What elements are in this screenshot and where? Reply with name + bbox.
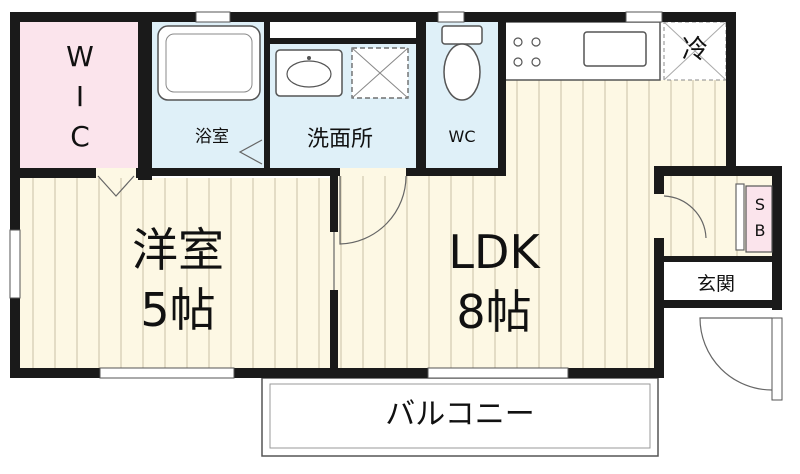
washroom-label: 洗面所	[307, 127, 373, 152]
western-room-side-window	[9, 229, 21, 299]
western-room-balcony-window	[99, 367, 235, 379]
wic-label-c: C	[70, 120, 90, 153]
room-labels: W I C 浴室 洗面所 WC 洋室 5帖 LDK 8帖 玄関 バルコニー	[66, 40, 735, 432]
hall-door-swing	[663, 195, 707, 239]
stove-burner-icon	[531, 37, 541, 47]
bath-label: 浴室	[195, 127, 229, 147]
kitchen-sink-icon	[583, 31, 647, 67]
kitchen-window	[625, 11, 663, 23]
bath-window	[195, 11, 231, 23]
ldk-balcony-window	[427, 367, 569, 379]
toilet-label: WC	[449, 127, 476, 146]
entrance-door-frame	[771, 317, 783, 401]
entrance-floor	[664, 262, 774, 306]
toilet-window	[437, 11, 465, 23]
shoe-box-label-s: S	[755, 195, 765, 214]
doors	[96, 139, 773, 391]
washing-machine-space	[351, 47, 409, 99]
wic-label-w: W	[66, 40, 94, 73]
stove-burner-icon	[513, 37, 523, 47]
fridge-label: 冷	[682, 35, 708, 65]
wic-door-gap	[96, 168, 136, 178]
kitchen-counter	[503, 21, 661, 81]
western-room-size: 5帖	[140, 283, 215, 337]
western-room-planks	[20, 178, 334, 368]
bathtub-icon	[157, 25, 261, 101]
shoe-box: S B	[745, 185, 773, 253]
fridge-space: 冷	[663, 21, 727, 81]
bath-door-icon	[238, 139, 263, 165]
ldk-size: 8帖	[456, 285, 531, 339]
wic-door-swing	[97, 175, 135, 197]
balcony-label: バルコニー	[385, 397, 534, 432]
entrance-label: 玄関	[697, 273, 735, 295]
balcony	[261, 377, 659, 457]
ldk-name: LDK	[448, 225, 541, 279]
stove-burner-icon	[513, 57, 523, 67]
toilet-icon	[441, 25, 483, 101]
western-room-name: 洋室	[132, 223, 224, 277]
hall-door-gap	[654, 194, 664, 238]
shoe-box-label-b: B	[755, 221, 766, 240]
wash-basin-icon	[275, 49, 343, 97]
ldk-planks	[338, 172, 654, 368]
windows	[9, 11, 783, 401]
kitchen-planks	[506, 80, 726, 176]
washroom-door-swing	[339, 175, 407, 245]
wic-label-i: I	[76, 80, 84, 113]
stove-burner-icon	[531, 57, 541, 67]
entrance-door-swing	[699, 317, 773, 391]
washroom-door-gap	[340, 168, 406, 176]
entry-hall-planks	[664, 176, 744, 260]
wic-floor	[20, 22, 138, 170]
